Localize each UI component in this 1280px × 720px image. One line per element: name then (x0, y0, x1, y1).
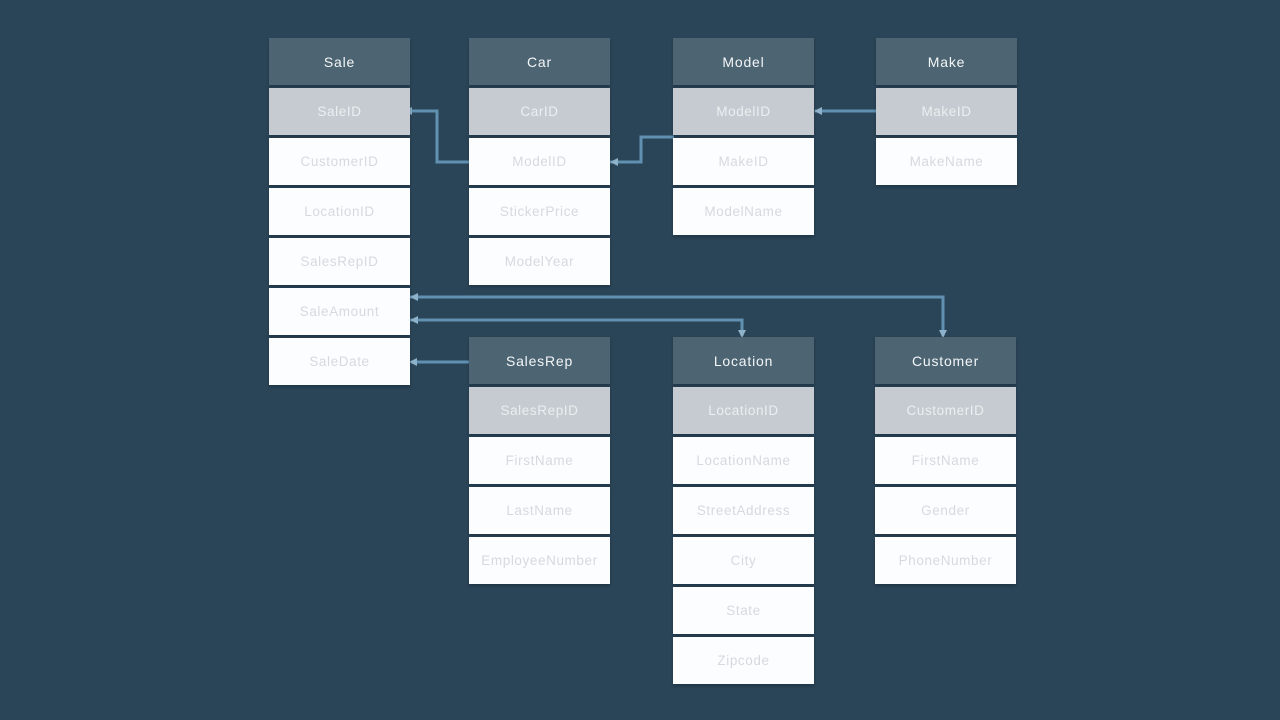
field-modelid: ModelID (469, 138, 610, 185)
connector-sale-saleid-to-car (409, 109, 470, 164)
field-customerid: CustomerID (269, 138, 410, 185)
field-customerid-primary-key: CustomerID (875, 387, 1016, 434)
field-saleamount: SaleAmount (269, 288, 410, 335)
field-salesrepid: SalesRepID (269, 238, 410, 285)
field-carid-primary-key: CarID (469, 88, 610, 135)
connector-sale-to-location (410, 318, 744, 336)
field-salesrepid-primary-key: SalesRepID (469, 387, 610, 434)
connector-arrow-cap (409, 358, 417, 366)
table-title-sale: Sale (269, 38, 410, 85)
field-modelyear: ModelYear (469, 238, 610, 285)
field-zipcode: Zipcode (673, 637, 814, 684)
table-title-customer: Customer (875, 337, 1016, 384)
field-modelid-primary-key: ModelID (673, 88, 814, 135)
field-locationname: LocationName (673, 437, 814, 484)
field-employeenumber: EmployeeNumber (469, 537, 610, 584)
table-title-make: Make (876, 38, 1017, 85)
field-saleid-primary-key: SaleID (269, 88, 410, 135)
field-makename: MakeName (876, 138, 1017, 185)
field-modelname: ModelName (673, 188, 814, 235)
table-title-car: Car (469, 38, 610, 85)
table-title-salesrep: SalesRep (469, 337, 610, 384)
connector-arrow-cap (610, 158, 618, 166)
connector-arrow-cap (410, 316, 418, 324)
field-saledate: SaleDate (269, 338, 410, 385)
field-phonenumber: PhoneNumber (875, 537, 1016, 584)
field-stickerprice: StickerPrice (469, 188, 610, 235)
table-title-model: Model (673, 38, 814, 85)
field-makeid: MakeID (673, 138, 814, 185)
connector-arrow-cap (410, 293, 418, 301)
field-firstname: FirstName (469, 437, 610, 484)
table-title-location: Location (673, 337, 814, 384)
field-makeid-primary-key: MakeID (876, 88, 1017, 135)
field-lastname: LastName (469, 487, 610, 534)
field-state: State (673, 587, 814, 634)
field-locationid-primary-key: LocationID (673, 387, 814, 434)
field-firstname: FirstName (875, 437, 1016, 484)
field-city: City (673, 537, 814, 584)
connector-sale-to-customer (410, 295, 945, 336)
connector-arrow-cap (814, 107, 822, 115)
field-locationid: LocationID (269, 188, 410, 235)
field-gender: Gender (875, 487, 1016, 534)
connector-car-modelid-to-model (610, 135, 674, 164)
field-streetaddress: StreetAddress (673, 487, 814, 534)
